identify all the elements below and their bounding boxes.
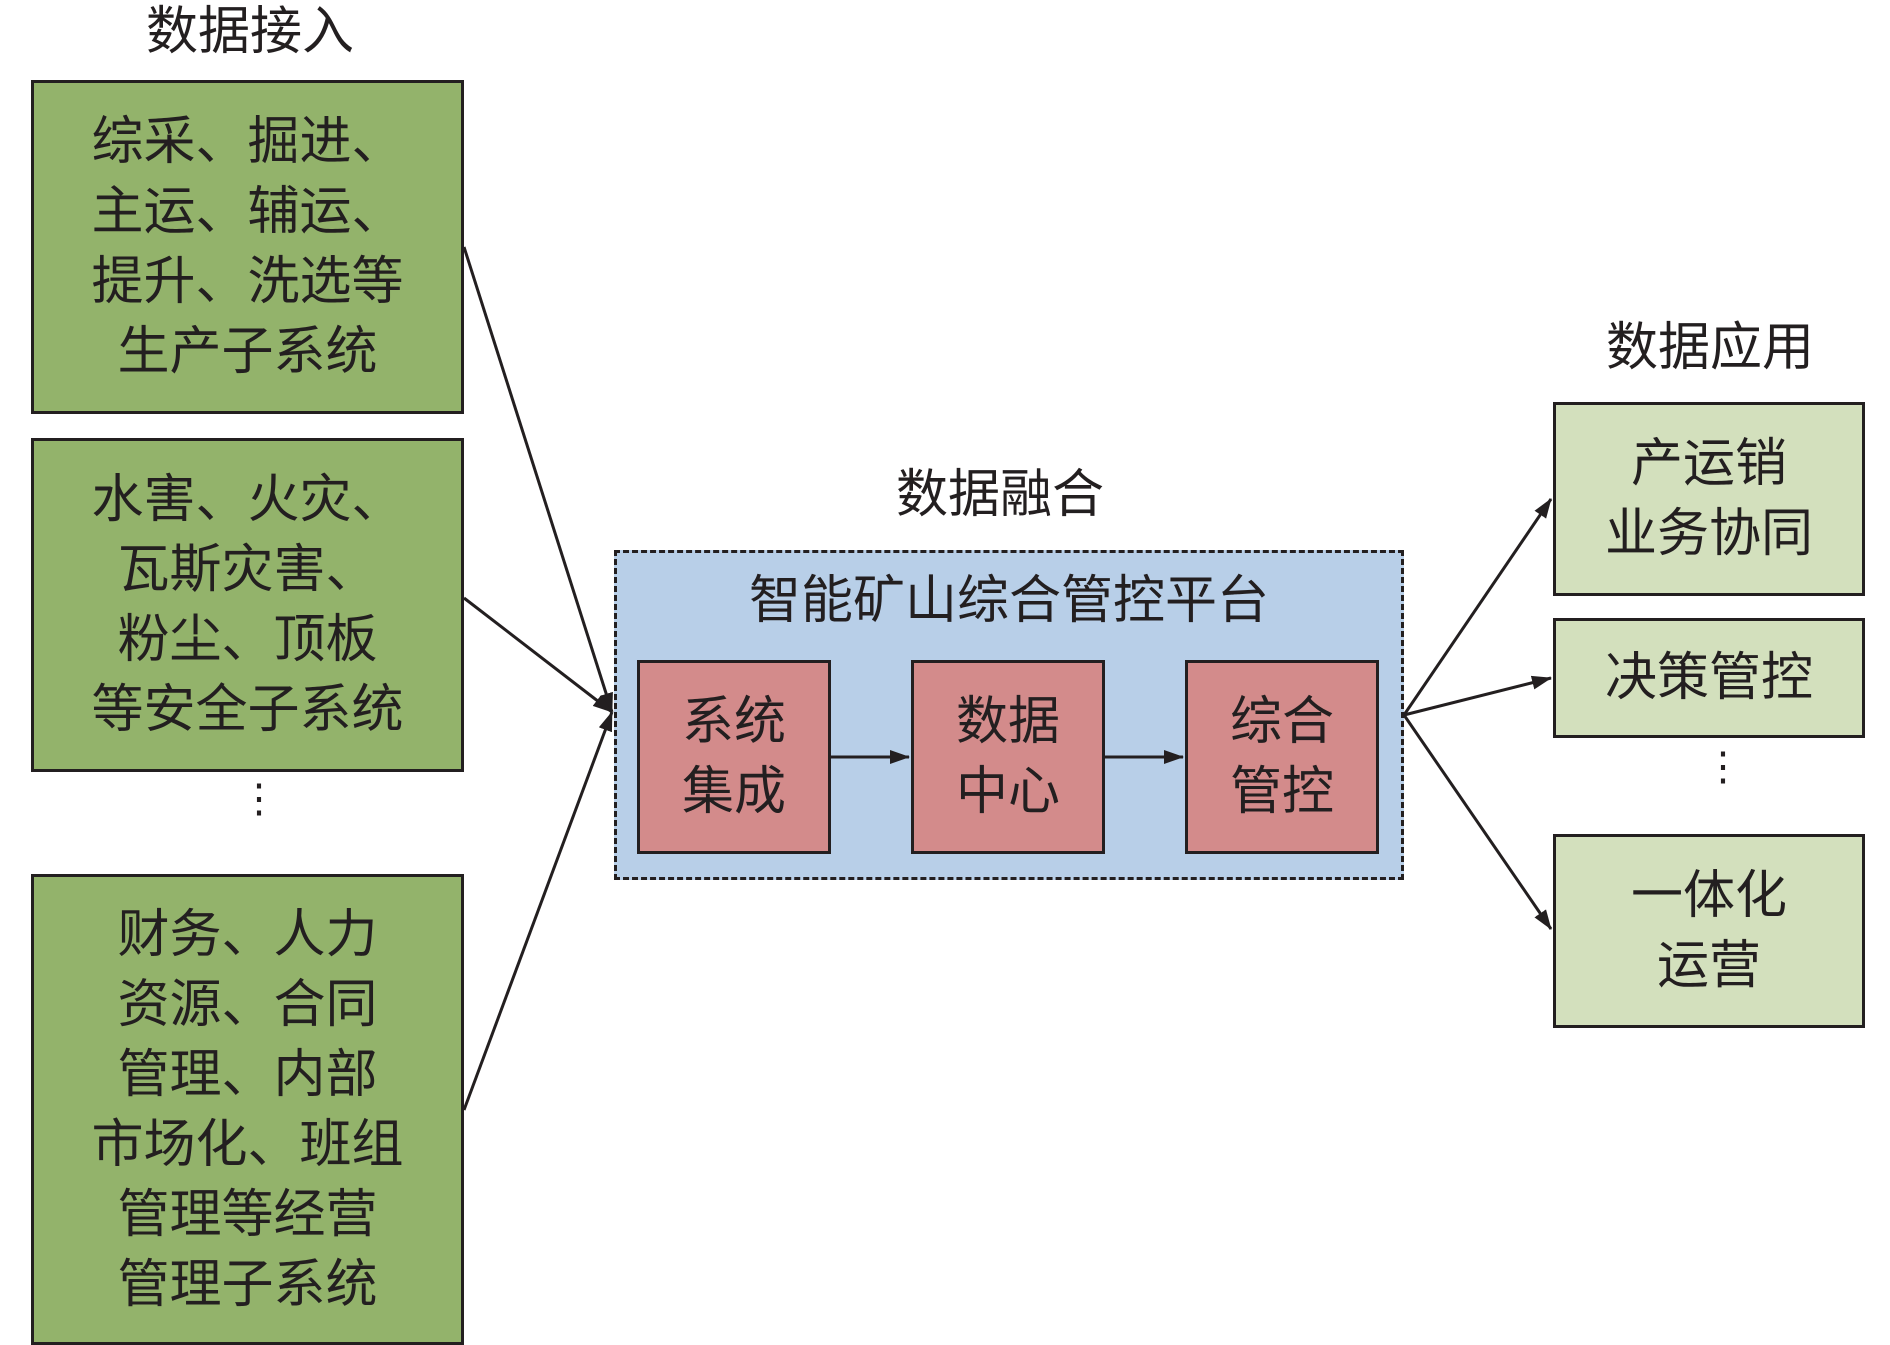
module-system-integration-label: 系统 集成 (681, 692, 786, 822)
source-ellipsis-icon: ⋮ (239, 776, 279, 822)
app-box-integrated-operation: 一体化 运营 (1553, 834, 1865, 1028)
source-box-production-label: 综采、掘进、 主运、辅运、 提升、洗选等 生产子系统 (91, 112, 404, 382)
module-data-center-label: 数据 中心 (955, 692, 1060, 822)
app-box-business-coordination: 产运销 业务协同 (1553, 402, 1865, 596)
source-box-safety-label: 水害、火灾、 瓦斯灾害、 粉尘、顶板 等安全子系统 (91, 470, 404, 740)
platform-title: 智能矿山综合管控平台 (748, 571, 1269, 631)
arrow-icon (462, 246, 614, 713)
data-application-title: 数据应用 (1605, 318, 1814, 378)
module-system-integration: 系统 集成 (637, 660, 831, 854)
data-access-title: 数据接入 (145, 2, 354, 62)
arrow-icon (1403, 675, 1552, 717)
arrow-icon (462, 711, 614, 1111)
source-box-operation-label: 财务、人力 资源、合同 管理、内部 市场化、班组 管理等经营 管理子系统 (91, 904, 404, 1315)
arrow-icon (1402, 714, 1553, 930)
arrow-icon (463, 596, 613, 714)
app-box-business-coordination-label: 产运销 业务协同 (1604, 434, 1813, 564)
module-integrated-control: 综合 管控 (1185, 660, 1379, 854)
module-data-center: 数据 中心 (911, 660, 1105, 854)
app-box-integrated-operation-label: 一体化 运营 (1630, 866, 1787, 996)
module-integrated-control-label: 综合 管控 (1229, 692, 1334, 822)
source-box-operation: 财务、人力 资源、合同 管理、内部 市场化、班组 管理等经营 管理子系统 (31, 874, 464, 1345)
data-fusion-title: 数据融合 (895, 465, 1104, 525)
app-ellipsis-icon: ⋮ (1703, 744, 1743, 790)
arrow-icon (1402, 498, 1553, 716)
source-box-safety: 水害、火灾、 瓦斯灾害、 粉尘、顶板 等安全子系统 (31, 438, 464, 772)
source-box-production: 综采、掘进、 主运、辅运、 提升、洗选等 生产子系统 (31, 80, 464, 414)
app-box-decision-control: 决策管控 (1553, 618, 1865, 738)
app-box-decision-control-label: 决策管控 (1604, 648, 1813, 708)
